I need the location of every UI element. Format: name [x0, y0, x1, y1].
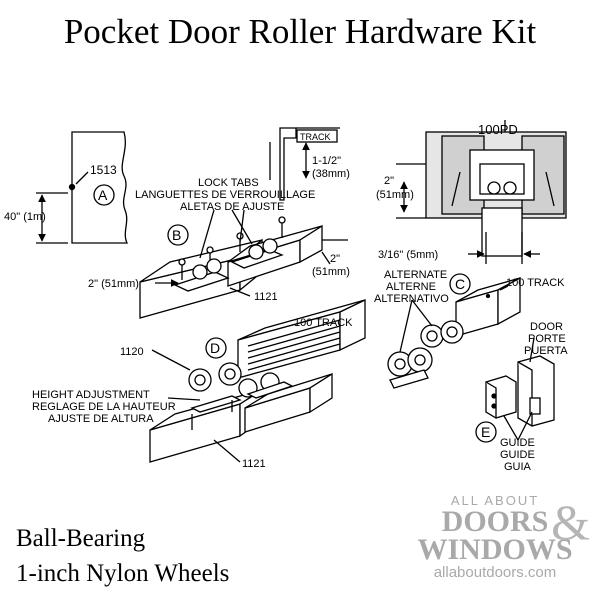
dim-2-pd-mm-label: (51mm) — [376, 189, 414, 201]
lock-tabs-drawing — [139, 209, 348, 319]
dim-2-left-label: 2" (51mm) — [88, 278, 139, 290]
alternate-en-label: ALTERNATE — [384, 269, 447, 281]
num-1121-top-label: 1121 — [254, 291, 278, 303]
guide-fr-label: GUIDE — [500, 449, 535, 461]
caption-line-1: Ball-Bearing — [16, 525, 146, 552]
part-b-label: B — [172, 227, 181, 243]
logo-line-3: WINDOWS — [417, 533, 573, 566]
part-d-label: D — [210, 340, 220, 356]
alternate-es-label: ALTERNATIVO — [374, 293, 449, 305]
height-adj-en-label: HEIGHT ADJUSTMENT — [32, 389, 150, 401]
guide-es-label: GUIA — [504, 461, 532, 473]
part-e-label: E — [481, 424, 490, 440]
lock-tabs-en-label: LOCK TABS — [198, 177, 259, 189]
dim-3-16-label: 3/16" (5mm) — [378, 249, 438, 261]
part-a-label: A — [98, 187, 108, 203]
dim-2-pd-in-label: 2" — [384, 175, 394, 187]
track-roller-drawing — [149, 298, 366, 463]
logo-line-4: allaboutdoors.com — [433, 564, 557, 581]
num-1121-bottom-label: 1121 — [242, 458, 266, 470]
track-100-d-label: 100 TRACK — [294, 317, 353, 329]
guide-en-label: GUIDE — [500, 437, 535, 449]
logo-line-1: ALL ABOUT — [450, 493, 540, 508]
jamb-drawing — [36, 131, 129, 244]
brand-logo: & ALL ABOUT DOORS WINDOWS allaboutdoors.… — [400, 493, 590, 581]
height-adj-fr-label: REGLAGE DE LA HAUTEUR — [32, 401, 176, 413]
door-fr-label: PORTE — [528, 333, 566, 345]
logo-line-2: DOORS — [441, 505, 549, 538]
num-1120-label: 1120 — [120, 346, 144, 358]
door-en-label: DOOR — [530, 321, 563, 333]
lock-tabs-es-label: ALETAS DE AJUSTE — [180, 201, 284, 213]
lock-tabs-fr-label: LANGUETTES DE VERROUILLAGE — [135, 189, 315, 201]
num-1513-label: 1513 — [90, 163, 117, 177]
alternate-track-drawing — [387, 273, 521, 389]
height-40-label: 40" (1m) — [4, 211, 46, 223]
logo-ampersand: & — [551, 494, 590, 550]
door-guide-drawing — [475, 337, 555, 443]
part-c-label: C — [455, 276, 465, 292]
door-es-label: PUERTA — [524, 345, 568, 357]
dim-2-right-mm-label: (51mm) — [312, 266, 350, 278]
page-title: Pocket Door Roller Hardware Kit — [63, 12, 537, 51]
height-adj-es-label: AJUSTE DE ALTURA — [48, 413, 154, 425]
alternate-fr-label: ALTERNE — [386, 281, 436, 293]
track-profile-drawing — [269, 127, 340, 201]
track-small-label: TRACK — [300, 132, 331, 142]
track-100-c-label: 100 TRACK — [506, 277, 565, 289]
dim-2-right-in-label: 2" — [330, 253, 340, 265]
track-size-mm-label: (38mm) — [312, 168, 350, 180]
section-view-drawing — [396, 120, 567, 264]
caption-line-2: 1-inch Nylon Wheels — [16, 560, 230, 587]
track-size-in-label: 1-1/2" — [312, 155, 341, 167]
model-100pd-label: 100PD — [478, 122, 518, 137]
